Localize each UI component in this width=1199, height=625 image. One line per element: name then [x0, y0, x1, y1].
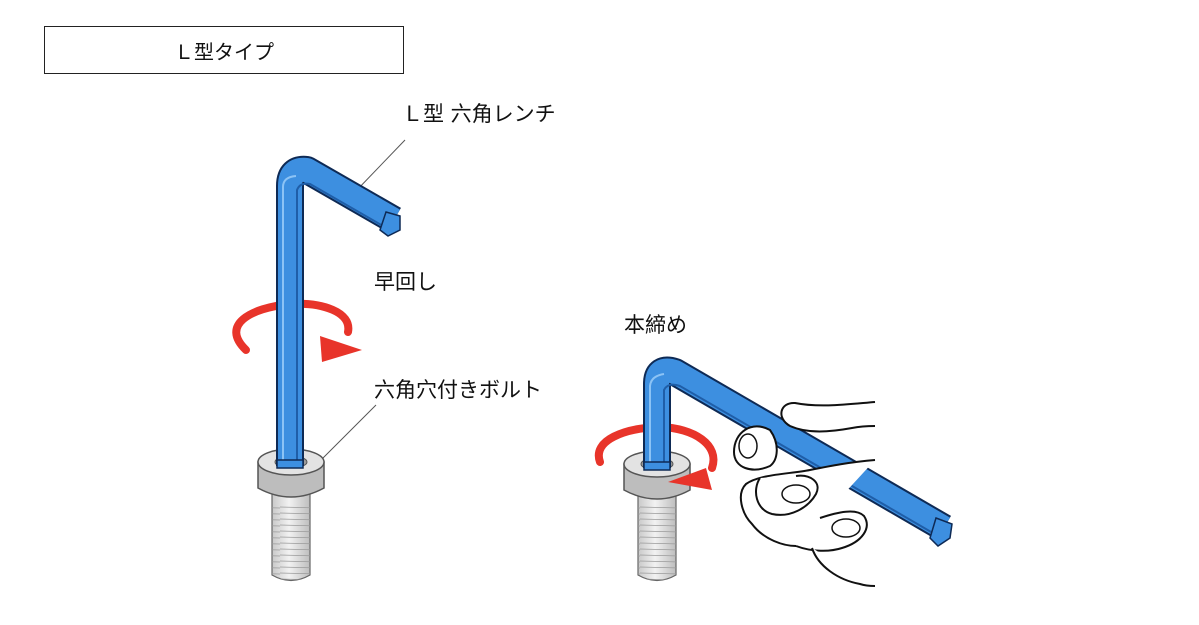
section-title-text: Ｌ型タイプ: [174, 39, 274, 64]
hand-icon: [733, 401, 876, 587]
wrench-leader-line: [354, 139, 406, 193]
final-tighten-label: 本締め: [624, 313, 687, 337]
bolt-leader-line: [322, 404, 377, 459]
left-hex-wrench-icon: [276, 155, 401, 469]
bolt-label: 六角穴付きボルト: [374, 378, 542, 402]
section-title: Ｌ型タイプ: [44, 26, 404, 74]
quick-turn-label: 早回し: [374, 270, 437, 294]
wrench-label: Ｌ型 六角レンチ: [402, 102, 556, 126]
right-hex-wrench-icon: [643, 356, 953, 547]
